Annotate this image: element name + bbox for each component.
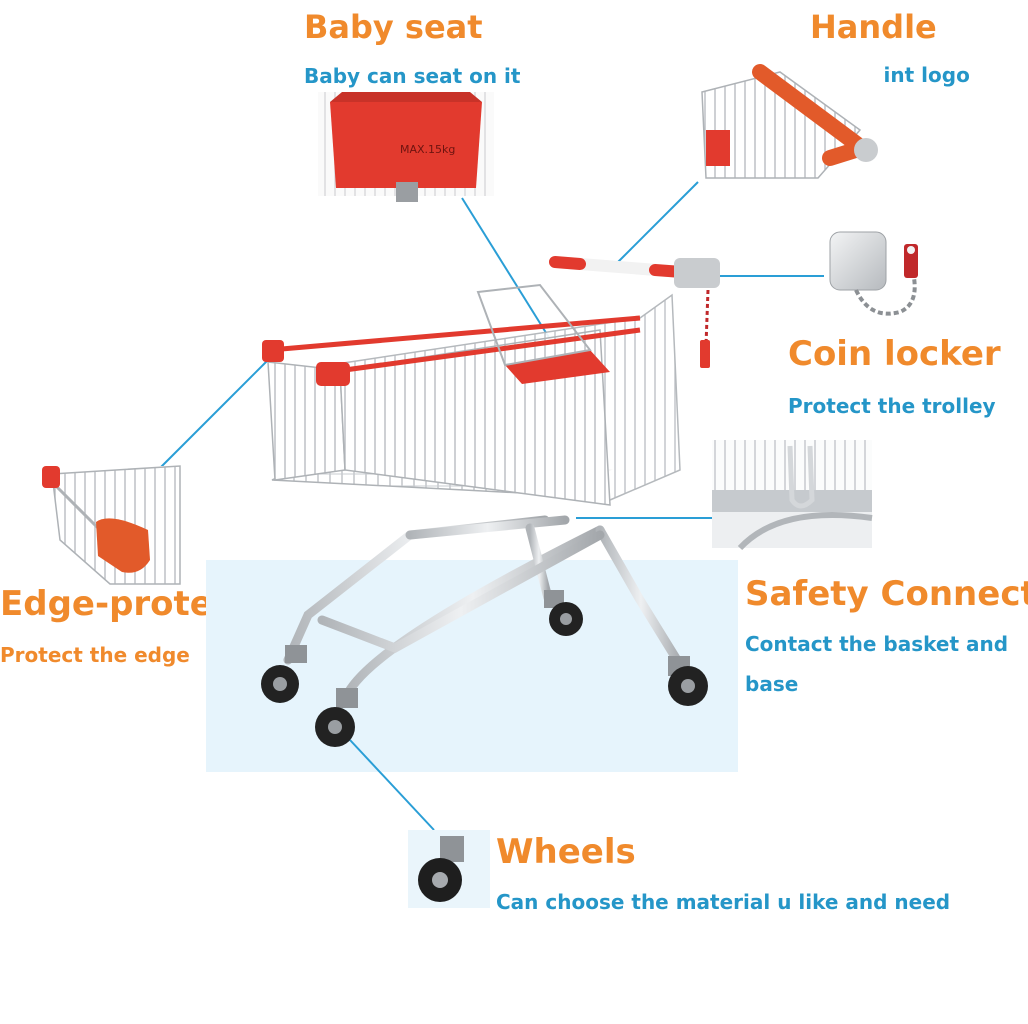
cart-baby-seat: [505, 350, 610, 384]
inset-wheel: [408, 830, 490, 908]
coin-locker-desc: Protect the trolley: [788, 394, 996, 418]
wheel-back-right: [544, 590, 583, 636]
safety-connect-desc-line1: Contact the basket and: [745, 632, 1009, 656]
wheel-front-right: [668, 656, 708, 706]
corner-protector-front-right: [316, 362, 350, 386]
seat-max-label: MAX.15kg: [400, 143, 455, 156]
inset-handle: [700, 64, 884, 184]
inset-coin-locker: [829, 231, 918, 316]
wheels-desc: Can choose the material u like and need: [496, 890, 951, 914]
corner-protector-front: [262, 340, 284, 362]
wheel-back-left: [261, 645, 307, 703]
wheels-title: Wheels: [496, 832, 636, 872]
edge-protector-desc: Protect the edge: [0, 643, 190, 667]
safety-connect-desc-line2: base: [745, 672, 799, 696]
coin-locker-title: Coin locker: [788, 334, 1001, 374]
inset-baby-seat: MAX.15kg: [318, 92, 494, 202]
baby-seat-title: Baby seat: [304, 8, 483, 46]
handle-title: Handle: [810, 8, 937, 46]
wheel-front-left: [315, 688, 358, 747]
cart-base: [261, 515, 708, 747]
baby-seat-desc: Baby can seat on it: [304, 64, 521, 88]
leader-handle: [617, 181, 699, 263]
inset-edge-protector: [42, 465, 182, 585]
cart-coin-lock: [674, 258, 720, 288]
inset-safety-connect: [712, 440, 873, 551]
leader-edge-protector: [159, 357, 271, 469]
leader-wheels: [349, 739, 435, 831]
cart-basket: [262, 256, 720, 506]
safety-connect-title: Safety Connect: [745, 574, 1028, 614]
